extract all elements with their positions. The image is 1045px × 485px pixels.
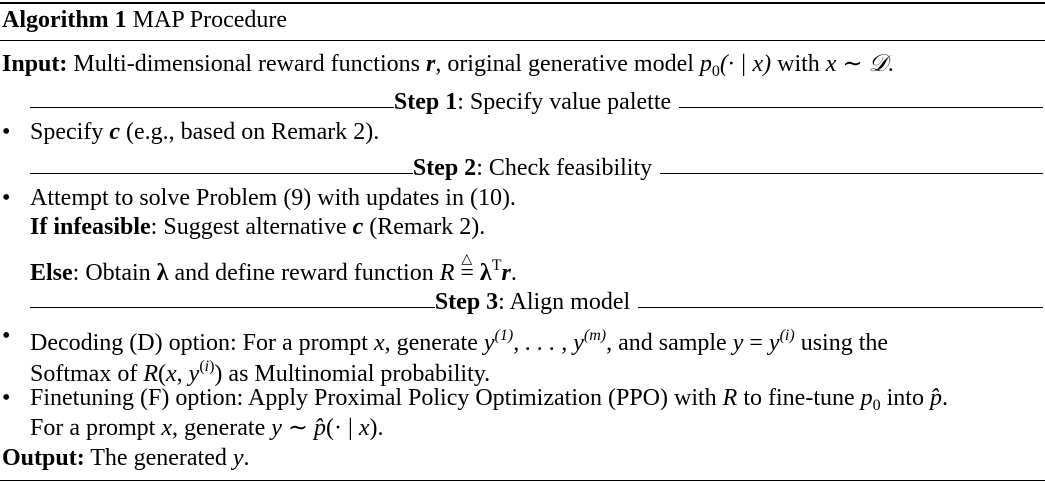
bullet-icon: • [2, 385, 11, 411]
step3-text: : Align model [498, 288, 631, 315]
input-end: . [887, 51, 894, 77]
math-r: r [425, 51, 436, 77]
bullet-icon: • [2, 185, 11, 211]
finetune-line2-b: , generate [171, 415, 266, 441]
math-y-seq: y(1), . . . , y(m) [483, 327, 607, 356]
decoding-text-c: and sample [618, 330, 727, 356]
math-x-dist: x ∼ 𝒟 [825, 51, 888, 77]
math-c: c [109, 119, 120, 145]
step1-heading: Step 1: Specify value palette [394, 89, 679, 116]
step1-text: : Specify value palette [457, 88, 672, 115]
defeq-icon: △= [460, 252, 474, 286]
step2-rule-right [660, 172, 1043, 174]
math-R: R [722, 385, 738, 411]
step2-item: • Attempt to solve Problem (9) with upda… [0, 184, 516, 212]
else-text: : Obtain [72, 260, 151, 286]
step2-heading: Step 2: Check feasibility [413, 155, 660, 182]
math-R: R [439, 260, 455, 286]
math-p0: p0 [860, 385, 881, 414]
output-label: Output: [2, 445, 85, 471]
header-rule [0, 40, 1045, 41]
algorithm-label: Algorithm 1 [2, 7, 127, 33]
math-lambda: λ [479, 260, 492, 286]
finetune-line2-a: For a prompt [30, 415, 156, 441]
math-y: y [232, 445, 244, 471]
step1-item-text: Specify [30, 119, 104, 145]
math-r: r [501, 260, 511, 286]
step1-item: • Specify c (e.g., based on Remark 2). [0, 118, 379, 146]
step1-rule-right [679, 106, 1044, 108]
step2-rule-left [30, 172, 413, 174]
output-text: The generated [90, 445, 227, 471]
math-R-xy: R [143, 361, 158, 387]
step3-heading: Step 3: Align model [435, 289, 638, 316]
math-y-sample: y [271, 415, 282, 441]
decoding-line2-a: Softmax of [30, 361, 138, 387]
step3-rule-left [30, 306, 435, 308]
algorithm-title: MAP Procedure [132, 7, 288, 33]
algorithm-header: Algorithm 1 MAP Procedure [2, 6, 287, 34]
finetune-text-c: into [886, 385, 924, 411]
step1-label: Step 1 [393, 88, 458, 115]
output-end: . [243, 445, 250, 471]
step3-decoding-line2: Softmax of R(x, y(i)) as Multinomial pro… [30, 358, 491, 387]
else-label: Else [30, 260, 73, 286]
bullet-icon: • [2, 323, 11, 349]
input-text: Multi-dimensional reward functions [73, 51, 420, 77]
input-label: Input: [2, 51, 68, 77]
step3-divider: Step 3: Align model [30, 288, 1043, 316]
top-rule [0, 2, 1045, 4]
input-text-c: with [777, 51, 820, 77]
math-c: c [352, 214, 364, 240]
finetune-text-b: to fine-tune [743, 385, 855, 411]
step3-finetune-line2: For a prompt x, generate y ∼ p̂(· | x). [30, 415, 384, 441]
step2-label: Step 2 [412, 154, 477, 181]
infeasible-label: If infeasible [30, 214, 151, 240]
math-phat: p̂ [929, 385, 942, 411]
decoding-text-d: using the [800, 330, 889, 356]
step3-finetune: • Finetuning (F) option: Apply Proximal … [2, 385, 948, 414]
else-end: . [510, 260, 517, 286]
math-y-eq: y [732, 330, 744, 356]
math-p0-sub: 0 [711, 63, 720, 80]
math-yi: y(i) [768, 327, 795, 356]
step2-item-text: Attempt to solve Problem (9) with update… [30, 185, 516, 211]
step3-rule-right [638, 306, 1043, 308]
finetune-text: Finetuning (F) option: Apply Proximal Po… [30, 385, 717, 411]
step3-decoding: • Decoding (D) option: For a prompt x, g… [2, 323, 889, 356]
infeasible-end: (Remark 2). [369, 214, 486, 240]
step2-divider: Step 2: Check feasibility [30, 154, 1043, 182]
bullet-icon: • [2, 119, 11, 145]
step1-rule-left [30, 106, 394, 108]
math-x: x [373, 330, 385, 356]
step2-infeasible: If infeasible: Suggest alternative c (Re… [30, 213, 485, 241]
step2-else: Else: Obtain λ and define reward functio… [30, 252, 517, 287]
else-mid: and define reward function [174, 260, 434, 286]
input-line: Input: Multi-dimensional reward function… [2, 50, 894, 86]
step1-item-rest: (e.g., based on Remark 2). [125, 119, 380, 145]
step3-label: Step 3 [434, 288, 499, 315]
step1-divider: Step 1: Specify value palette [30, 88, 1044, 116]
math-lambda: λ [156, 260, 169, 286]
output-line: Output: The generated y. [2, 444, 250, 472]
decoding-text: Decoding (D) option: For a prompt [30, 330, 368, 356]
input-text-b: , original generative model [435, 51, 694, 77]
math-p0: p [699, 51, 712, 77]
decoding-text-b: , generate [384, 330, 478, 356]
bottom-rule [0, 480, 1045, 481]
decoding-line2-b: as Multinomial probability. [228, 361, 491, 387]
math-transpose: T [491, 257, 502, 274]
infeasible-text: : Suggest alternative [150, 214, 347, 240]
step2-text: : Check feasibility [476, 154, 653, 181]
math-x: x [161, 415, 172, 441]
math-cond: (· | x) [719, 51, 772, 77]
